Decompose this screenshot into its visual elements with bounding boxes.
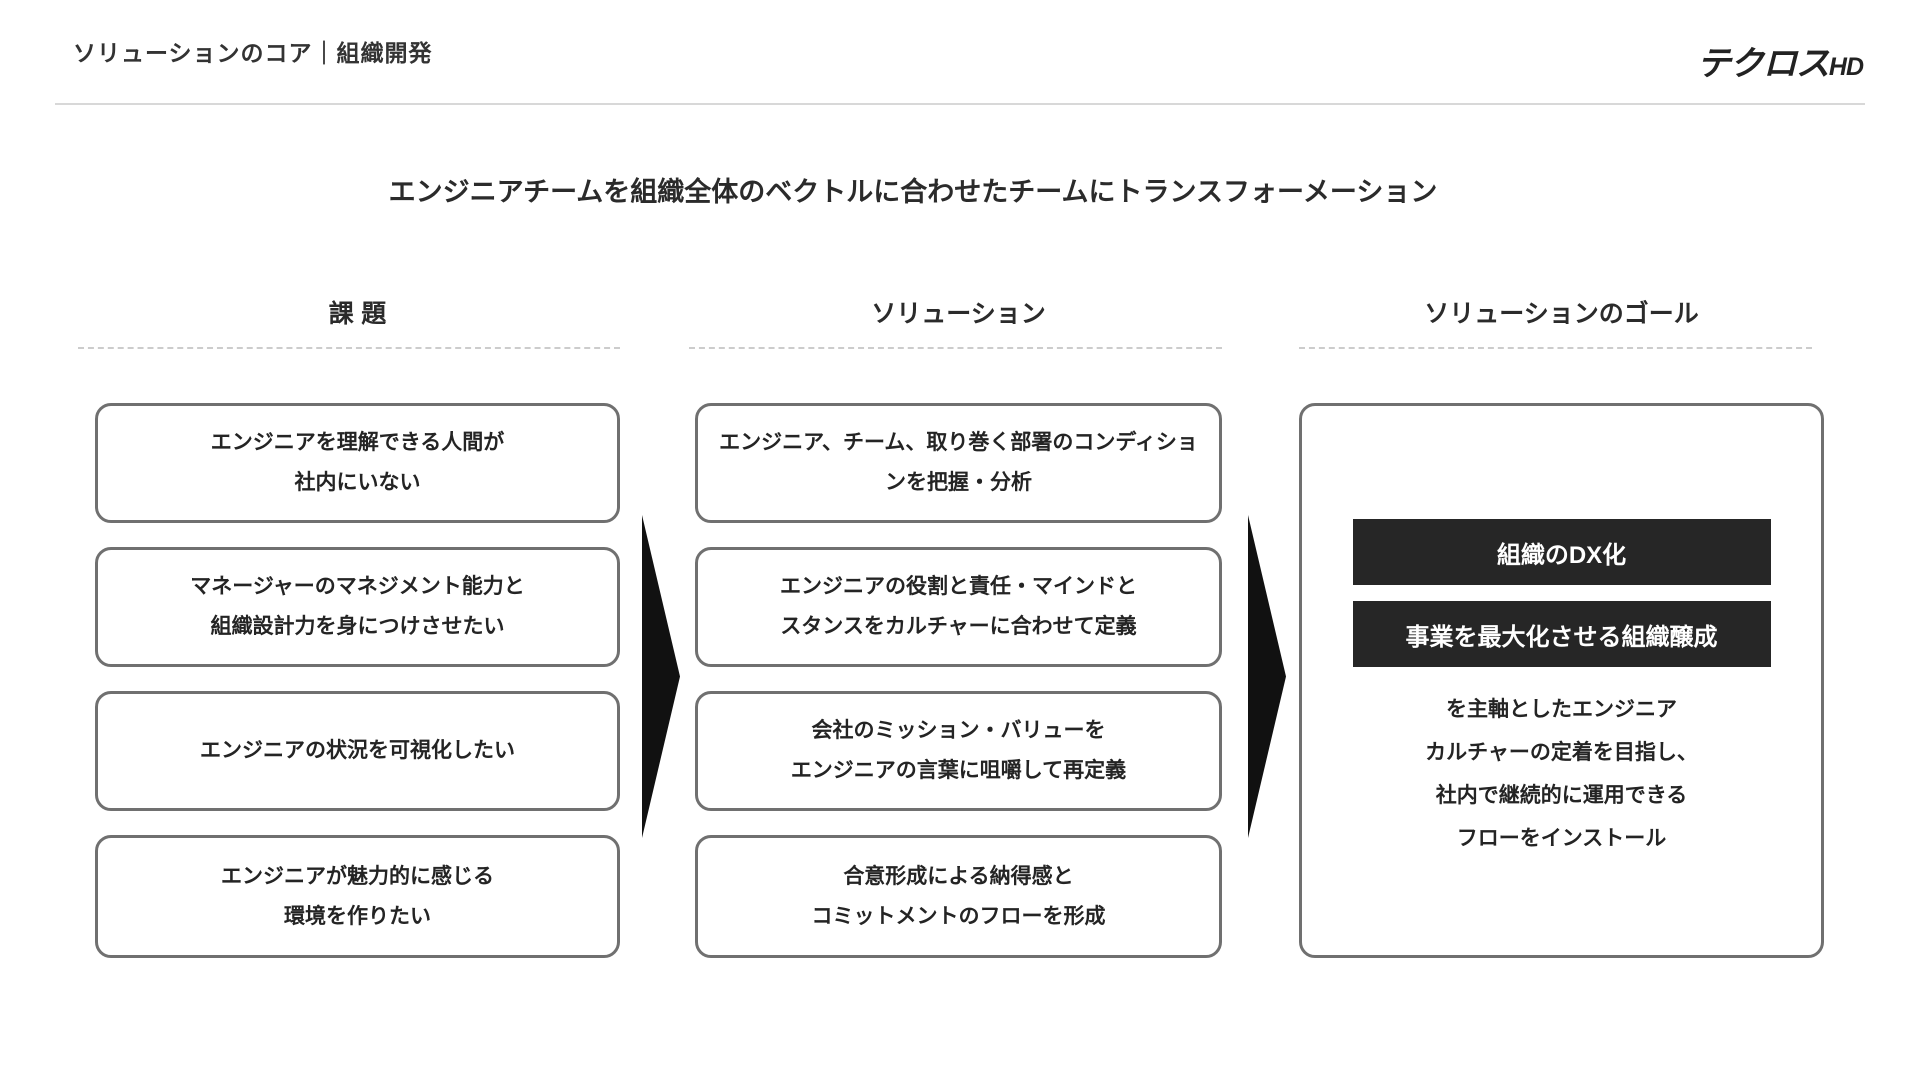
dashed-rule-issues — [78, 347, 620, 349]
issue-box-2: マネージャーのマネジメント能力と 組織設計力を身につけさせたい — [95, 547, 620, 667]
dashed-rule-solution — [689, 347, 1222, 349]
header-divider — [55, 103, 1865, 105]
arrow-right-icon — [1248, 515, 1286, 838]
goal-description-line: を主軸としたエンジニア — [1446, 698, 1677, 721]
column-header-issues: 課題 — [328, 300, 394, 328]
solution-box-4: 合意形成による納得感と コミットメントのフローを形成 — [695, 835, 1222, 958]
issue-box-1: エンジニアを理解できる人間が 社内にいない — [95, 403, 620, 523]
goal-banner-business: 事業を最大化させる組織醸成 — [1352, 601, 1771, 667]
brand-logo: テクロスHD — [1696, 36, 1864, 85]
box-text-line: ンを把握・分析 — [885, 471, 1032, 494]
column-header-goal: ソリューションのゴール — [1424, 300, 1699, 328]
box-text-line: 会社のミッション・バリューを — [811, 719, 1106, 742]
goal-description: を主軸としたエンジニア カルチャーの定着を目指し、 社内で継続的に運用できる フ… — [1302, 688, 1821, 860]
box-text-line: 組織設計力を身につけさせたい — [210, 615, 505, 638]
arrow-right-icon — [642, 515, 680, 838]
box-text-line: エンジニア、チーム、取り巻く部署のコンディショ — [719, 431, 1198, 454]
issue-box-4: エンジニアが魅力的に感じる 環境を作りたい — [95, 835, 620, 958]
dashed-rule-goal — [1299, 347, 1812, 349]
goal-box: 組織のDX化 事業を最大化させる組織醸成 を主軸としたエンジニア カルチャーの定… — [1299, 403, 1824, 958]
solution-box-2: エンジニアの役割と責任・マインドと スタンスをカルチャーに合わせて定義 — [695, 547, 1222, 667]
goal-description-line: カルチャーの定着を目指し、 — [1425, 741, 1698, 764]
goal-description-line: フローをインストール — [1456, 827, 1667, 850]
slide-title: エンジニアチームを組織全体のベクトルに合わせたチームにトランスフォーメーション — [388, 177, 1438, 207]
box-text-line: スタンスをカルチャーに合わせて定義 — [780, 615, 1137, 638]
goal-description-line: 社内で継続的に運用できる — [1435, 784, 1688, 807]
brand-logo-text: テクロス — [1696, 45, 1830, 83]
goal-banner-dx: 組織のDX化 — [1352, 519, 1771, 585]
box-text-line: エンジニアが魅力的に感じる — [221, 864, 494, 888]
column-header-solution: ソリューション — [871, 300, 1046, 328]
box-text-line: 社内にいない — [294, 471, 421, 494]
box-text-line: コミットメントのフローを形成 — [811, 904, 1106, 928]
box-text-line: 合意形成による納得感と — [843, 864, 1074, 888]
box-text-line: エンジニアを理解できる人間が — [210, 431, 505, 454]
brand-logo-suffix: HD — [1828, 53, 1864, 81]
page-title: ソリューションのコア｜組織開発 — [73, 40, 433, 66]
issue-box-3: エンジニアの状況を可視化したい — [95, 691, 620, 811]
box-text-line: 環境を作りたい — [284, 904, 431, 928]
solution-box-3: 会社のミッション・バリューを エンジニアの言葉に咀嚼して再定義 — [695, 691, 1222, 811]
box-text-line: エンジニアの状況を可視化したい — [200, 739, 515, 762]
box-text-line: エンジニアの言葉に咀嚼して再定義 — [790, 759, 1127, 782]
box-text-line: マネージャーのマネジメント能力と — [190, 575, 525, 598]
box-text-line: エンジニアの役割と責任・マインドと — [780, 575, 1137, 598]
solution-box-1: エンジニア、チーム、取り巻く部署のコンディショ ンを把握・分析 — [695, 403, 1222, 523]
